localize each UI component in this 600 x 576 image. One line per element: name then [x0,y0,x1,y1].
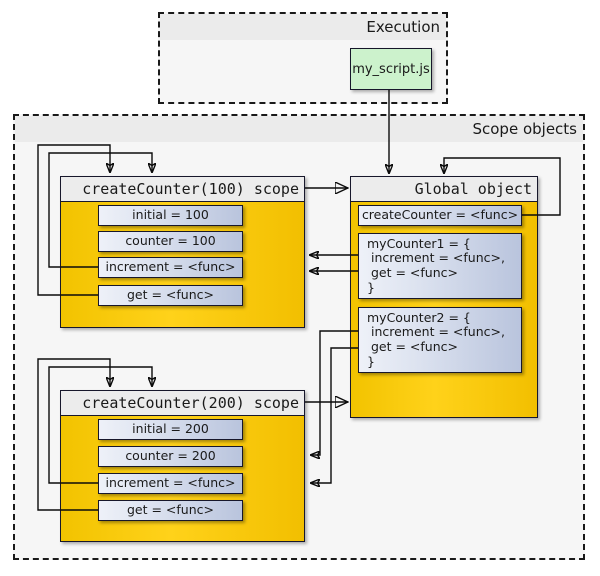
field-get-100[interactable]: get = <func> [98,285,243,306]
field-create-counter-func[interactable]: createCounter = <func> [358,205,522,226]
script-node-my-script-js[interactable]: my_script.js [350,48,432,90]
field-increment-100[interactable]: increment = <func> [98,257,243,278]
field-my-counter2[interactable]: myCounter2 = { increment = <func>, get =… [358,307,522,373]
object-box-header: createCounter(200) scope [61,391,304,416]
field-increment-200[interactable]: increment = <func> [98,473,243,494]
object-box-header: createCounter(100) scope [61,177,304,202]
script-node-label: my_script.js [352,61,430,77]
field-counter-200[interactable]: counter = 200 [98,446,243,467]
field-counter-100[interactable]: counter = 100 [98,231,243,252]
object-box-header: Global object [351,177,537,202]
field-my-counter1[interactable]: myCounter1 = { increment = <func>, get =… [358,233,522,299]
execution-group-title: Execution [160,14,446,40]
field-get-200[interactable]: get = <func> [98,500,243,521]
scope-objects-group-title: Scope objects [15,116,583,142]
field-initial-200[interactable]: initial = 200 [98,419,243,440]
field-initial-100[interactable]: initial = 100 [98,205,243,226]
